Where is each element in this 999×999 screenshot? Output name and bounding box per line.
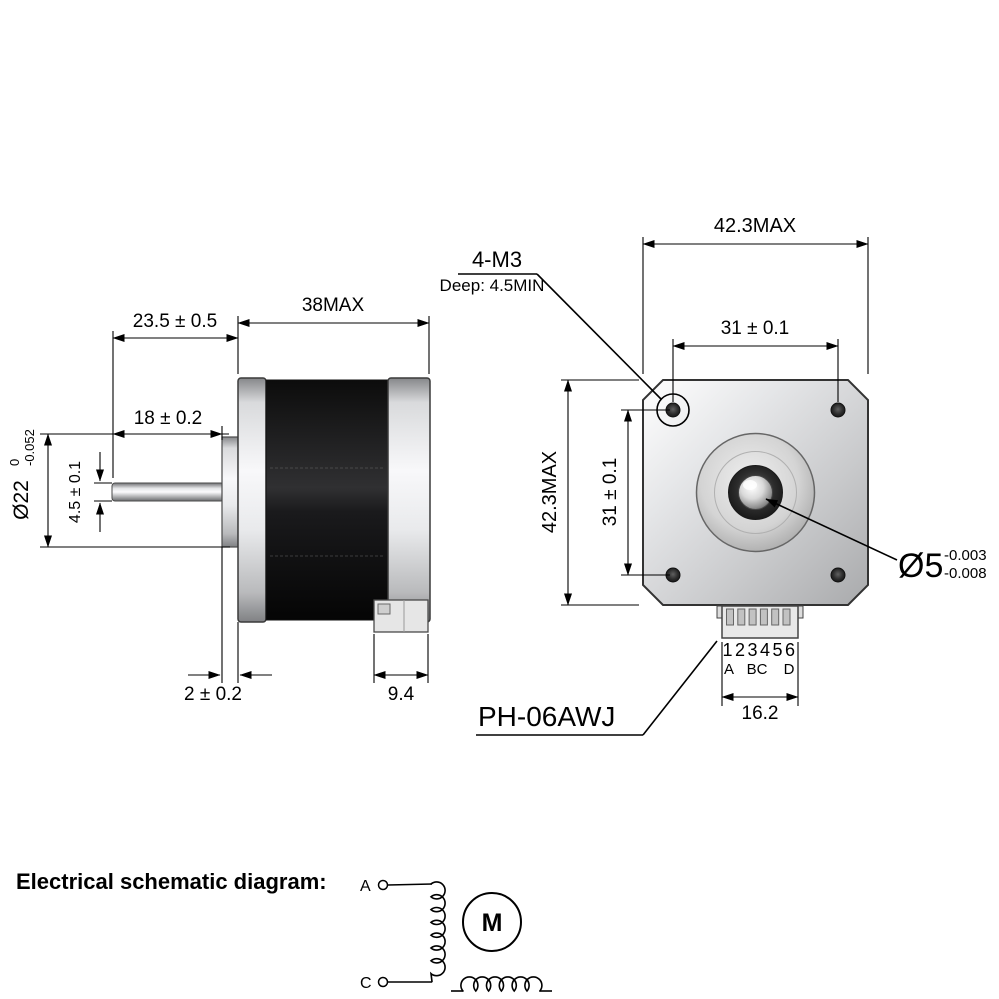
dim-width: 42.3MAX <box>642 215 869 374</box>
shaft-dia-label: Ø5 <box>898 547 943 585</box>
shaft-front <box>695 432 816 553</box>
pin-letter-a: A <box>724 661 734 678</box>
connector-pin-1 <box>726 608 734 626</box>
wire-a <box>387 883 433 886</box>
shaft-dia-callout: Ø5 -0.003 -0.008 <box>765 498 987 585</box>
dim-31-h-label: 31 ± 0.1 <box>721 318 790 339</box>
stator-laminations-side <box>265 379 389 621</box>
shaft-tol-upper: -0.003 <box>944 547 987 564</box>
connector-pin-4 <box>759 608 768 626</box>
pilot-ring <box>714 451 797 534</box>
pin-letters: A BC D <box>724 661 795 678</box>
rear-endcap-side <box>387 377 431 623</box>
connector-pin-5 <box>771 608 780 626</box>
terminal-a-label: A <box>360 878 371 895</box>
dim-31-v-callout: 31 ± 0.1 <box>600 458 621 527</box>
dim-42-3-left-callout: 42.3MAX <box>539 451 561 533</box>
connector-callout: PH-06AWJ <box>476 640 718 736</box>
dim-body-length: 38MAX <box>237 295 430 374</box>
dim-pilot-diameter: Ø22 0 -0.052 <box>7 429 230 548</box>
dim-hole-spacing-vertical: 31 ± 0.1 <box>600 409 670 576</box>
side-view: 38MAX 23.5 ± 0.5 18 ± 0.2 Ø22 0 -0.052 <box>7 295 431 705</box>
dim-connector-depth: 9.4 <box>373 634 429 705</box>
mount-hole-bottom-right <box>830 567 846 583</box>
dim-hole-spacing-horizontal: 31 ± 0.1 <box>672 318 839 402</box>
schematic-title: Electrical schematic diagram: <box>16 869 327 894</box>
shaft-tol-lower: -0.008 <box>944 565 987 582</box>
front-view: 123456 A BC D 16.2 42.3MAX 31 ± 0.1 <box>440 215 987 736</box>
phase-coil-vertical <box>429 881 446 983</box>
pilot-tol-lower: -0.052 <box>22 429 37 466</box>
mount-depth-label: Deep: 4.5MIN <box>440 276 545 295</box>
mount-holes-label: 4-M3 <box>472 247 522 272</box>
motor-shaft-side <box>111 482 225 502</box>
pin-numbers-label: 123456 <box>722 640 797 660</box>
dim-38max-label: 38MAX <box>302 295 365 316</box>
dim-42-3-left-label: 42.3MAX <box>539 451 561 533</box>
connector-pin-2 <box>737 608 746 626</box>
front-connector <box>716 605 804 639</box>
electrical-schematic: Electrical schematic diagram: A C M <box>16 869 552 993</box>
side-view-motor-body <box>111 377 431 633</box>
mount-hole-top-right <box>830 402 846 418</box>
dim-16-2-label: 16.2 <box>742 703 779 724</box>
pilot-dia-label: Ø22 <box>10 480 33 520</box>
terminal-c-label: C <box>360 975 372 992</box>
motor-symbol-circle <box>462 892 522 952</box>
mount-hole-callout: 4-M3 Deep: 4.5MIN <box>440 247 662 400</box>
dim-31-v-label: 31 ± 0.1 <box>600 458 621 527</box>
pilot-tol-upper: 0 <box>7 459 22 466</box>
connector-pin-3 <box>748 608 757 626</box>
shaft-end <box>738 475 773 510</box>
terminal-a-node <box>377 879 389 891</box>
mounting-holes <box>656 393 846 583</box>
side-connector <box>373 599 429 633</box>
terminal-c-node <box>377 976 389 988</box>
dim-shaft-length: 18 ± 0.2 <box>40 408 229 440</box>
dim-4-5-label: 4.5 ± 0.1 <box>67 461 84 523</box>
connector-model-label: PH-06AWJ <box>478 701 615 732</box>
connector-latch-side <box>377 603 391 615</box>
shaft-highlight <box>743 480 757 490</box>
front-endcap-side <box>237 377 267 623</box>
dim-42-3-top-label: 42.3MAX <box>714 215 796 237</box>
pin-letters-bc: BC <box>747 661 768 678</box>
motor-symbol-label: M <box>482 909 503 937</box>
dim-height: 42.3MAX <box>539 379 639 606</box>
dim-9-4-label: 9.4 <box>388 684 415 705</box>
dim-18-label: 18 ± 0.2 <box>134 408 203 429</box>
dim-shaft-flat: 4.5 ± 0.1 <box>67 452 112 532</box>
pin-letter-d: D <box>784 661 795 678</box>
connector-pin-6 <box>782 608 791 626</box>
dim-2-label: 2 ± 0.2 <box>184 684 242 705</box>
phase-coil-horizontal <box>460 976 543 993</box>
dim-shaft-to-face: 23.5 ± 0.5 <box>112 311 239 478</box>
dim-23-5-label: 23.5 ± 0.5 <box>133 311 217 332</box>
shaft-flat-callout: 4.5 ± 0.1 <box>67 461 84 523</box>
pilot-dia-callout: Ø22 0 -0.052 <box>7 429 37 520</box>
dim-pilot-height: 2 ± 0.2 <box>184 547 272 705</box>
pilot-boss-side <box>221 436 239 548</box>
dim-connector-width: 16.2 <box>721 642 799 724</box>
